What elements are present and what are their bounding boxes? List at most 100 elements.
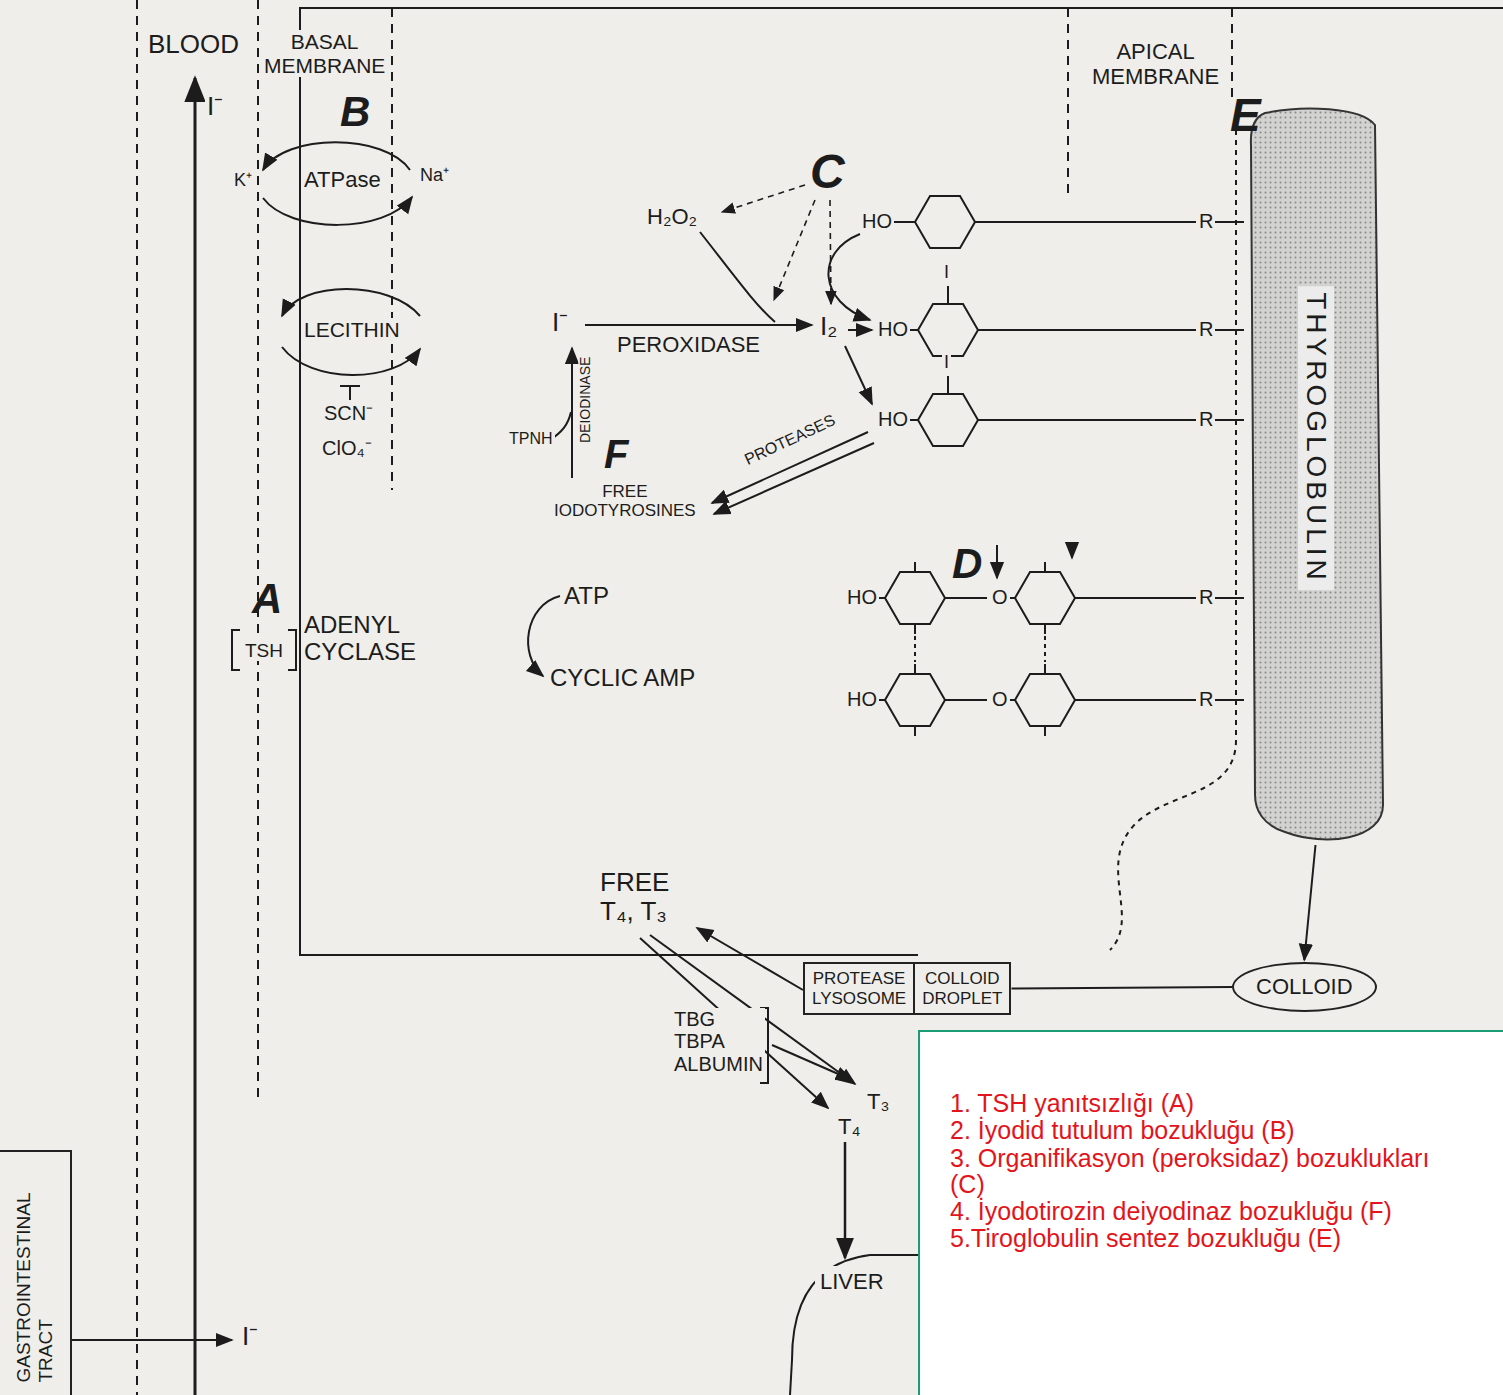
defect-item: 2. İyodid tutulum bozukluğu (B): [950, 1117, 1456, 1143]
iodination-arrow: [848, 329, 872, 331]
diagram-label: BASAL MEMBRANE: [262, 30, 387, 77]
diagram-label: FREE T₄, T₃: [598, 868, 692, 926]
diagram-label: ClO₄⁻: [320, 437, 374, 459]
chemical-bond: [875, 222, 1244, 700]
diagram-label: O: [990, 586, 1010, 608]
basal-membrane-line: [257, 0, 259, 1100]
diagram-label: BLOOD: [146, 30, 241, 59]
liver-label-box: LIVER: [815, 1266, 889, 1298]
diagram-label: APICAL MEMBRANE: [1090, 40, 1221, 89]
basal-membrane-line: [391, 8, 393, 490]
defect-item: 3. Organifikasyon (peroksidaz) bozuklukl…: [950, 1145, 1456, 1198]
diagram-label: O: [990, 688, 1010, 710]
benzene-ring: [885, 674, 945, 726]
benzene-ring: [918, 304, 978, 356]
iodine-bond: [915, 286, 1045, 736]
defect-list-panel: 1. TSH yanıtsızlığı (A)2. İyodid tutulum…: [918, 1030, 1503, 1395]
callout-letter: E: [1228, 90, 1263, 142]
diagram-label: HO: [860, 210, 894, 232]
coupling-arrow: [1071, 545, 1073, 558]
colloid-blob: COLLOID: [1232, 962, 1377, 1012]
diagram-label: I: [942, 352, 951, 372]
pump-arrow: [263, 197, 412, 225]
diagram-label: ATP: [562, 583, 611, 610]
binding-arrow: [772, 1045, 852, 1080]
carrier-arrow: [282, 289, 420, 316]
diagram-label: R: [1197, 586, 1215, 608]
callout-letter: B: [338, 88, 372, 135]
defect-item: 1. TSH yanıtsızlığı (A): [950, 1090, 1456, 1116]
diagram-label: K⁺: [232, 170, 254, 190]
camp-arrow: [528, 596, 560, 676]
node-text: LIVER: [820, 1269, 884, 1295]
node-text: PROTEASE LYSOSOME: [812, 969, 906, 1008]
diagram-label: I⁻: [240, 1322, 260, 1351]
diagram-label: I⁻: [205, 92, 225, 121]
diagram-label: R: [1197, 318, 1215, 340]
iodide-arrow: [194, 78, 197, 1395]
liver-arrow: [844, 1142, 847, 1258]
benzene-ring: [1015, 572, 1075, 624]
diagram-label: LECITHIN: [302, 318, 402, 342]
diagram-label: R: [1197, 210, 1215, 232]
liver-outline: [790, 1255, 918, 1395]
connector: [1012, 987, 1233, 989]
defect-c-arrow: [774, 200, 815, 300]
diagram-label: PROTEASES: [740, 410, 840, 469]
receptor-bracket: [232, 630, 296, 670]
diagram-label: HO: [845, 586, 879, 608]
apical-membrane-line: [1231, 8, 1233, 100]
apical-membrane-line: [1067, 8, 1069, 200]
callout-letter: F: [602, 432, 630, 477]
diagram-label: T₄: [836, 1115, 862, 1140]
defect-c-arrow: [722, 185, 805, 212]
diagram-label: I₂: [818, 312, 839, 341]
diagram-label: SCN⁻: [322, 402, 375, 424]
diagram-label: TSH: [243, 640, 285, 661]
diagram-label: TBG TBPA ALBUMIN: [672, 1008, 765, 1075]
droplet-box: COLLOID DROPLET: [913, 962, 1011, 1015]
callout-letter: A: [250, 575, 284, 622]
node-text: GASTROINTESTINAL TRACT: [13, 1168, 57, 1383]
connector: [1304, 845, 1315, 960]
iodination-arrow: [845, 346, 872, 404]
diagram-label: H₂O₂: [645, 205, 699, 230]
diagram-label: HO: [845, 688, 879, 710]
iodination-arrow: [828, 234, 870, 320]
diagram-label: DEIODINASE: [578, 355, 594, 445]
diagram-label: I: [942, 262, 951, 282]
node-text: THYROGLOBULIN: [1298, 286, 1334, 590]
thyroglobulin-shape: THYROGLOBULIN: [1243, 105, 1388, 845]
diagram-label: R: [1197, 408, 1215, 430]
hormone-arrow: [640, 938, 828, 1108]
node-text: COLLOID: [1256, 974, 1353, 1000]
diagram-label: PEROXIDASE: [615, 333, 762, 358]
benzene-ring: [1015, 674, 1075, 726]
diagram-label: CYCLIC AMP: [548, 665, 697, 692]
peptide-link: [915, 636, 1045, 662]
diagram-label: R: [1197, 688, 1215, 710]
diagram-label: T₃: [865, 1090, 891, 1115]
peptide-chain: [1110, 110, 1236, 950]
protease-arrow: [714, 443, 874, 514]
cell-outline: [300, 8, 1503, 955]
benzene-ring: [885, 572, 945, 624]
diagram-label: TPNH: [507, 430, 555, 448]
pump-arrow: [263, 142, 410, 170]
coupling-arrow: [996, 545, 998, 578]
h2o2-line: [700, 232, 775, 322]
diagram-label: I⁻: [550, 308, 570, 337]
thyroglobulin-outline: [1251, 109, 1383, 840]
gi-arrow: [72, 1339, 232, 1341]
defect-item: 4. İyodotirozin deiyodinaz bozukluğu (F): [950, 1198, 1456, 1224]
diagram-label: HO: [876, 408, 910, 430]
diagram-label: FREE IODOTYROSINES: [552, 482, 698, 520]
diagram-label: ATPase: [302, 168, 383, 193]
diagram-label: ADENYL CYCLASE: [302, 612, 418, 666]
diagram-label: HO: [876, 318, 910, 340]
callout-letter: C: [808, 145, 847, 199]
diagram-label: Na⁺: [418, 165, 451, 185]
tyrosine-rings: [885, 196, 1075, 726]
gi-tract-box: GASTROINTESTINAL TRACT: [0, 1150, 72, 1395]
